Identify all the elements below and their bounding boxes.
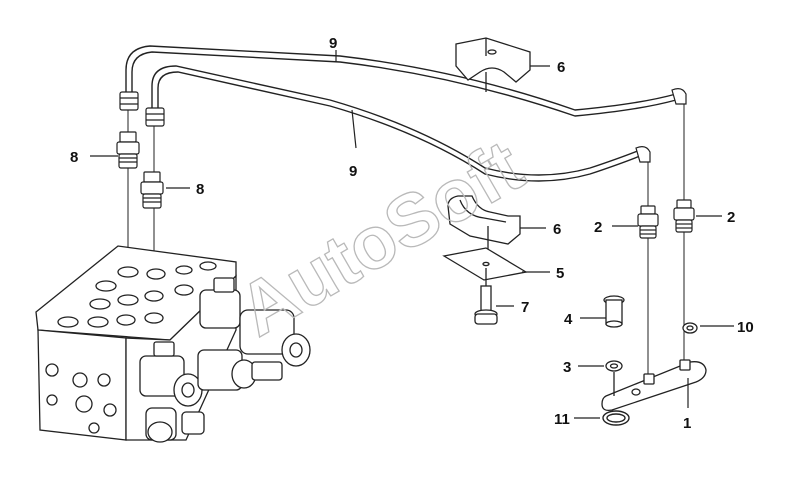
oring-10 xyxy=(682,322,698,334)
callout-6-top: 6 xyxy=(557,59,565,76)
distributor-tube-1 xyxy=(601,359,707,412)
adapter-8-left xyxy=(116,131,140,169)
leader-lines xyxy=(90,50,734,419)
callout-4: 4 xyxy=(564,311,573,328)
oring-11 xyxy=(602,410,630,426)
pipe-upper xyxy=(125,45,677,117)
pipe-elbow-right xyxy=(635,88,687,163)
plate-5 xyxy=(442,247,528,281)
adapter-8-right xyxy=(140,171,164,209)
callout-10: 10 xyxy=(737,319,754,336)
callout-5: 5 xyxy=(556,265,564,282)
callout-3: 3 xyxy=(563,359,571,376)
washer-3 xyxy=(605,360,623,396)
callout-6-middle: 6 xyxy=(553,221,561,238)
centerlines-right xyxy=(647,104,685,376)
callout-1: 1 xyxy=(683,415,691,432)
callout-8-right: 8 xyxy=(196,181,204,198)
bolt-7 xyxy=(474,268,498,325)
callout-2-left: 2 xyxy=(594,219,602,236)
callout-2-right: 2 xyxy=(727,209,735,226)
callout-7: 7 xyxy=(521,299,529,316)
callout-8-left: 8 xyxy=(70,149,78,166)
pipe-lower xyxy=(151,65,641,182)
valve-block xyxy=(35,245,237,441)
callout-9-lower: 9 xyxy=(349,163,357,180)
clamp-6-top xyxy=(455,37,531,92)
callout-11: 11 xyxy=(554,411,570,428)
pipe-nut-left xyxy=(119,91,165,127)
pin-4 xyxy=(603,295,625,328)
adapter-2-right xyxy=(673,199,695,233)
solenoid-valves xyxy=(139,277,311,443)
adapter-2-left xyxy=(637,205,659,239)
callout-9-upper: 9 xyxy=(329,35,337,52)
